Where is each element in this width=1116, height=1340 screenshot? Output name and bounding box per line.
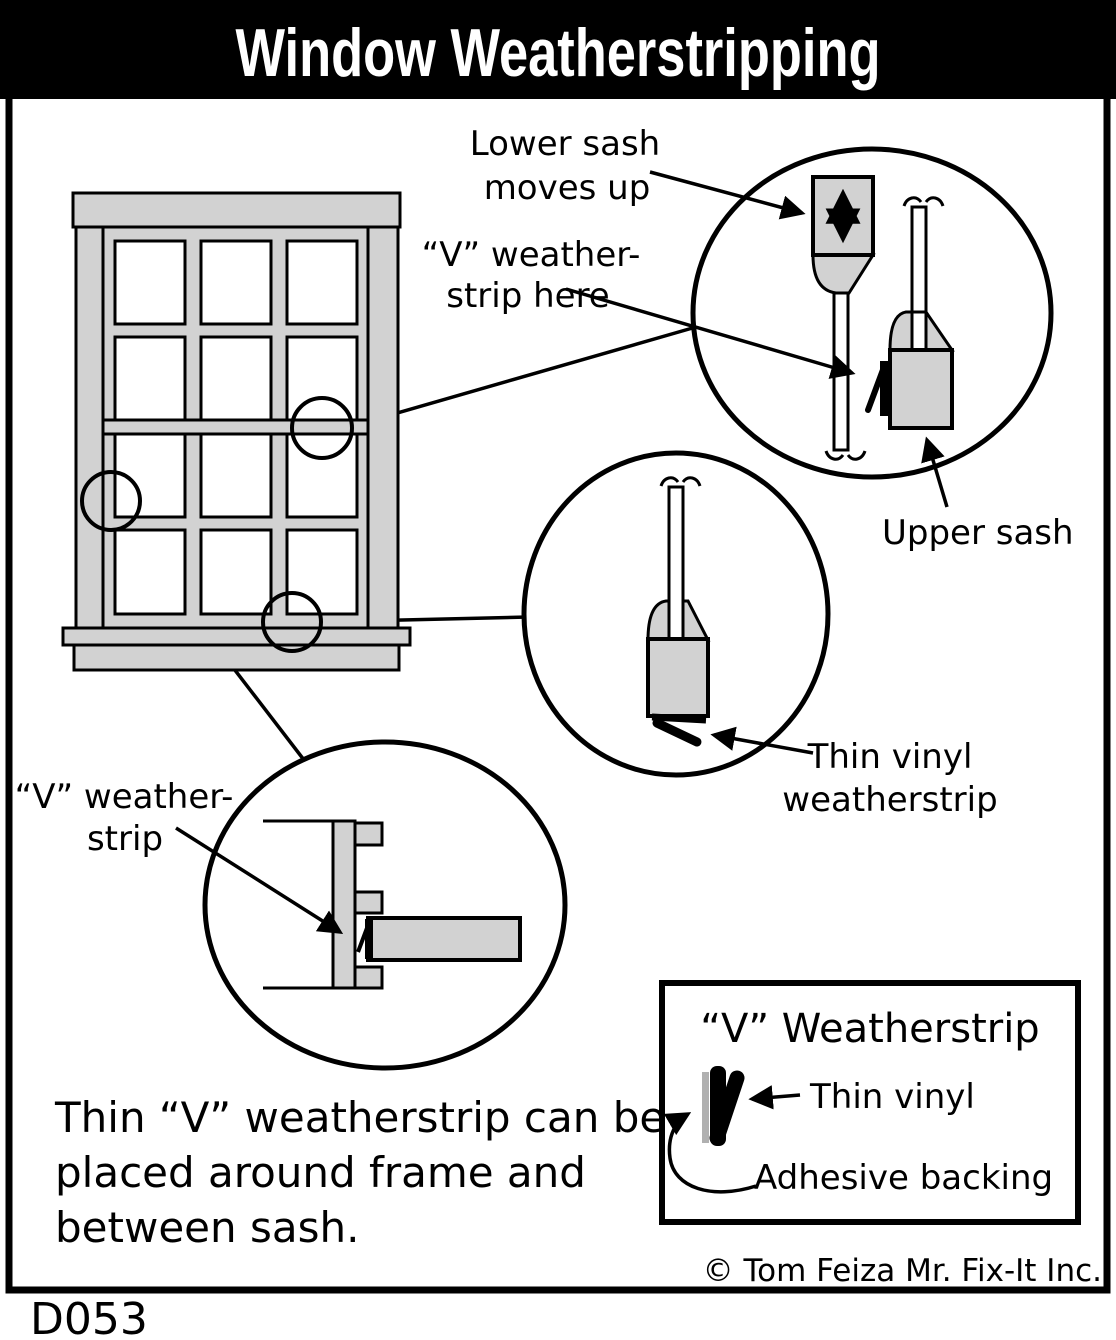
label-v-strip-line1: “V” weather-: [15, 777, 234, 817]
sash-glass: [667, 485, 685, 641]
detail-circle-jamb: [202, 739, 568, 1071]
v-weatherstrip-shape: [880, 361, 889, 416]
label-thin-vinyl-line1: Thin vinyl: [807, 737, 973, 777]
v-strip-angled-leg: [709, 1070, 745, 1146]
label-v-strip-here-line1: “V” weather-: [422, 235, 641, 275]
callout-labels: Lower sash moves up “V” weather- strip h…: [15, 124, 1074, 859]
pane: [113, 239, 187, 326]
window-illustration: [61, 191, 412, 672]
page-title: Window Weatherstripping: [236, 15, 881, 91]
arrow-legend-adhesive: [663, 1112, 757, 1194]
jamb-stop-top: [353, 821, 384, 847]
v-weatherstrip-leg: [865, 364, 887, 413]
label-lower-sash-line1: Lower sash: [470, 124, 660, 164]
arrow-legend-thin-vinyl: [748, 1085, 801, 1110]
label-thin-vinyl-line2: weatherstrip: [782, 780, 997, 820]
sash-end-section: [366, 916, 522, 962]
glass-end-curl: [681, 476, 702, 487]
sash-bottom-rail: [646, 637, 710, 718]
window-apron: [72, 643, 401, 672]
detail-circle-outline: [690, 146, 1054, 480]
adhesive-backing-strip: [702, 1072, 709, 1143]
caption-line2: placed around frame and: [55, 1148, 586, 1197]
pane: [199, 335, 273, 422]
label-lower-sash-line2: moves up: [484, 168, 651, 208]
legend-title: “V” Weatherstrip: [700, 1006, 1039, 1052]
arrow-upper-sash: [921, 436, 949, 508]
content-border: [5, 91, 1111, 1294]
jamb-channel: [331, 819, 357, 990]
vinyl-strip-leg: [652, 718, 702, 747]
pane: [199, 239, 273, 326]
arrow-v-strip: [175, 826, 344, 934]
pane: [113, 528, 187, 616]
label-v-strip-here-line2: strip here: [446, 276, 609, 316]
pane: [285, 528, 359, 616]
jamb-stop-bottom: [353, 965, 384, 990]
title-bar: Window Weatherstripping: [0, 0, 1116, 99]
figure-id: D053: [30, 1294, 148, 1340]
upper-sash-glass-through: [910, 310, 928, 352]
leader-meeting-rail: [351, 325, 697, 428]
arrow-v-strip-here: [565, 287, 856, 379]
detail-circle-outline: [202, 739, 568, 1071]
pane: [113, 335, 187, 422]
legend-box: “V” Weatherstrip Thin vinyl Adhesive bac…: [659, 980, 1081, 1225]
pane: [199, 528, 273, 616]
pane: [199, 432, 273, 519]
caption-line1: Thin “V” weatherstrip can be: [54, 1093, 665, 1142]
caption: Thin “V” weatherstrip can be placed arou…: [54, 1093, 665, 1252]
window-sill: [61, 626, 412, 647]
jamb-stop-middle: [353, 890, 384, 915]
title-bar-bg: [0, 0, 1116, 99]
copyright-text: © Tom Feiza Mr. Fix-It Inc.: [703, 1253, 1102, 1289]
zoom-circle-meeting-rail: [290, 396, 354, 460]
detail-circle-meeting-rails: [690, 146, 1054, 480]
zoom-circle-side-jamb: [80, 470, 142, 532]
zoom-circle-bottom-rail: [261, 591, 323, 653]
caption-line3: between sash.: [55, 1203, 359, 1252]
label-v-strip-line2: strip: [87, 819, 163, 859]
label-upper-sash: Upper sash: [882, 513, 1074, 553]
arrow-lower-sash: [649, 170, 806, 220]
arrow-thin-vinyl: [710, 726, 814, 755]
window-head-casing: [71, 191, 402, 229]
legend-adhesive-label: Adhesive backing: [754, 1158, 1053, 1198]
glass-end-curl: [824, 450, 845, 461]
upper-sash-rail: [888, 348, 954, 430]
glass-end-curl: [902, 196, 923, 207]
vinyl-strip-flat: [651, 713, 707, 724]
legend-thin-vinyl-label: Thin vinyl: [809, 1077, 975, 1117]
glass-end-curl: [846, 450, 867, 461]
callout-arrows: [175, 170, 949, 934]
glass-end-curl: [924, 196, 945, 207]
pane: [285, 239, 359, 326]
detail-circle-bottom-rail: [521, 450, 831, 778]
glass-end-curl: [659, 476, 680, 487]
